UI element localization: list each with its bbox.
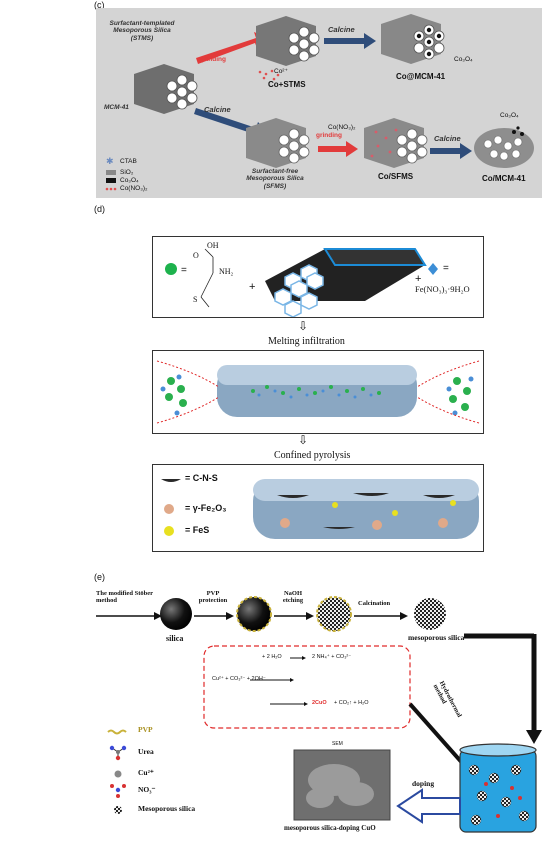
eq-sign-1: = [181, 265, 187, 276]
pyrolysis-box: = C-N-S = γ-Fe₂O₃ = FeS [152, 464, 484, 552]
reaction-2-reactants: Cu²⁺ + CO₃²⁻ + 2OH⁻ [212, 676, 266, 682]
doping-arrow [396, 788, 461, 824]
panel-e-label: (e) [94, 572, 105, 582]
naoh-etching-label: NaOH etching [282, 590, 304, 605]
legend-urea: Urea [138, 747, 154, 756]
down-arrow-2: ⇩ [298, 433, 309, 447]
cu-glyph [114, 770, 122, 778]
calcine-label-2: Calcine [204, 105, 231, 114]
panel-c-illustration: ✱ [105, 14, 534, 191]
co-mcm41-bundle [381, 14, 445, 64]
mesoporous-silica-label: mesoporous silica [408, 633, 465, 642]
sem-caption: SEM [332, 741, 343, 747]
co-stms-label: Co+STMS [268, 80, 306, 89]
legend-ctab: CTAB [120, 158, 137, 165]
nh2-label: NH₂ [219, 267, 234, 276]
etched-sphere [316, 596, 352, 632]
mcm41-label: MCM-41 [104, 104, 129, 111]
legend-mesoporous-silica: Mesoporous silica [138, 804, 196, 813]
mcm41-bundle [134, 64, 198, 114]
pvp-glyph [107, 729, 127, 735]
mesoporous-sphere [414, 598, 446, 630]
panel-c-label: (c) [94, 0, 105, 10]
pvp-protection-label: PVP protection [198, 590, 228, 605]
co2-label: Co²⁺ [274, 68, 288, 75]
grinding-arrow-bottom [318, 141, 358, 157]
reaction-3-products: + CO₂↑ + H₂O [334, 700, 369, 706]
legend-co3o4: Co₃O₄ [120, 177, 139, 184]
reagents-box: = OH O NH₂ S + + = Fe(NO₃)₃·9H₂O [152, 236, 484, 318]
legend-cono3: Co(NO₃)₂ [120, 185, 148, 192]
legend-pvp: PVP [138, 725, 153, 734]
product-label: mesoporous silica-doping CuO [284, 824, 376, 832]
panel-d-figure: = OH O NH₂ S + + = Fe(NO₃)₃·9H₂O ⇩ Melti… [152, 236, 486, 553]
pyrolysis-illustration [161, 479, 479, 539]
infiltration-box [152, 350, 484, 434]
calcine-label-3: Calcine [434, 134, 461, 143]
sfms-label: Surfactant-free Mesoporous Silica (SFMS) [246, 168, 304, 190]
hexagonal-channels [265, 248, 427, 318]
reaction-3-cuo: 2CuO [312, 700, 327, 706]
silica-label: silica [166, 634, 184, 643]
legend-sio2: SiO₂ [120, 169, 134, 176]
plus-sign-2: + [415, 273, 422, 285]
legend-fes: = FeS [185, 525, 210, 535]
doping-label: doping [412, 779, 435, 788]
co-stms-bundle [256, 16, 320, 81]
reaction-1-water: + 2 H₂O [262, 654, 282, 660]
oh-label: OH [207, 241, 219, 250]
methionine-symbol [165, 263, 177, 275]
co-mcm41-label-2: Co/MCM-41 [482, 174, 526, 183]
co-mcm41-label: Co@MCM-41 [396, 72, 446, 81]
svg-text:✱: ✱ [106, 156, 114, 166]
panel-d-label: (d) [94, 204, 105, 214]
reaction-box [203, 645, 411, 729]
infiltration-illustration [156, 360, 480, 424]
o-label: O [193, 251, 199, 260]
co-sfms-bundle [364, 118, 428, 168]
eq-sign-2: = [443, 263, 449, 274]
legend-no3: NO₃⁻ [138, 785, 156, 794]
panel-c-legend-glyphs: ✱ [105, 156, 117, 191]
cono3-label: Co(NO₃)₂ [328, 124, 356, 131]
down-arrow-1: ⇩ [298, 319, 309, 333]
co3o4-label-2: Co₃O₄ [500, 112, 519, 119]
step-confined-pyrolysis: Confined pyrolysis [274, 450, 351, 461]
panel-c-figure: ✱ Surfactant-templated Mesoporous Silica… [96, 8, 542, 198]
iron-nitrate-label: Fe(NO₃)₃·9H₂O [415, 284, 470, 294]
panel-e-figure: The modified Stöber method silica PVP pr… [94, 584, 544, 836]
calcine-label-1: Calcine [328, 25, 355, 34]
sfms-bundle [246, 118, 310, 168]
silica-sphere [160, 598, 192, 630]
calcination-label: Calcination [358, 600, 391, 607]
grinding-label-2: grinding [316, 132, 342, 139]
arrow-to-co-stms [196, 32, 268, 64]
co-mcm41-product [474, 126, 534, 168]
no3-glyph [110, 784, 126, 798]
legend-cns: = C-N-S [185, 473, 218, 483]
reaction-1-products: 2 NH₄⁺ + CO₃²⁻ [312, 654, 352, 660]
reagents-illustration [165, 248, 438, 318]
co3o4-label-1: Co₃O₄ [454, 56, 473, 63]
urea-glyph [109, 745, 127, 761]
grinding-label-1: grinding [200, 56, 226, 63]
calcine-arrow-top [324, 33, 376, 49]
plus-sign-1: + [249, 281, 256, 293]
legend-fe2o3: = γ-Fe₂O₃ [185, 503, 227, 513]
panel-e-illustration [96, 596, 542, 833]
co-sfms-label: Co/SFMS [378, 172, 414, 181]
stms-label: Surfactant-templated Mesoporous Silica (… [109, 20, 175, 42]
pvp-coated-sphere [236, 596, 272, 632]
legend-cu: Cu²⁺ [138, 768, 154, 777]
calcine-arrow-bottom [430, 143, 472, 159]
step-melting-infiltration: Melting infiltration [268, 336, 345, 347]
stober-label: The modified Stöber method [96, 590, 153, 605]
beaker [459, 743, 537, 833]
s-label: S [193, 295, 198, 304]
methionine-structure [200, 248, 214, 308]
iron-salt-symbol [428, 263, 438, 275]
mesoporous-glyph [114, 806, 122, 814]
